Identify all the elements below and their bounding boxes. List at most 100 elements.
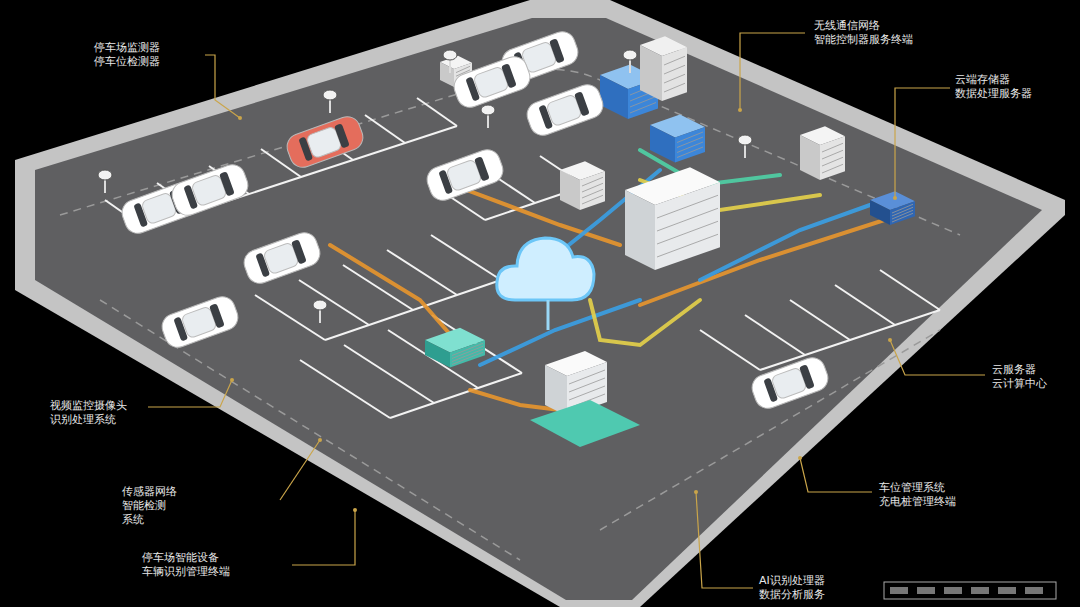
rack-line <box>677 142 703 153</box>
leader-dot <box>798 456 802 460</box>
cube-side <box>640 45 662 101</box>
cube-side <box>425 340 450 368</box>
car-window <box>209 303 225 328</box>
car-body <box>283 113 366 171</box>
rack-line <box>452 349 483 361</box>
sensor-head <box>738 135 752 145</box>
cube-side <box>560 170 580 210</box>
cube-side <box>450 340 485 367</box>
platform-border <box>15 0 1065 607</box>
cube-side <box>662 47 687 101</box>
parking-slots <box>440 156 585 220</box>
callout-label: 停车场智能设备 车辆识别管理终端 <box>140 550 232 580</box>
rack-line <box>657 234 718 257</box>
car-window <box>255 253 270 278</box>
stamp-mark <box>998 587 1016 594</box>
stamp-mark <box>1025 587 1043 594</box>
sensor-head <box>481 105 495 115</box>
sensor-pole <box>738 135 752 158</box>
sensor-head <box>443 50 457 60</box>
sensor-head <box>313 300 327 310</box>
rack-line <box>569 386 605 400</box>
slot-line <box>365 115 405 143</box>
car-body <box>748 354 831 412</box>
callout-label: 传感器网络 智能检测 系统 <box>120 484 179 528</box>
leader-line <box>895 88 950 198</box>
sensor-pole <box>323 90 337 113</box>
cube-side <box>820 136 845 180</box>
car-window <box>438 170 453 195</box>
callout-label: 车位管理系统 充电桩管理终端 <box>877 480 958 510</box>
rack-line <box>582 177 603 186</box>
car <box>450 53 533 111</box>
slot-line <box>835 285 895 325</box>
cube-side <box>625 190 655 270</box>
car-window <box>219 171 235 196</box>
leader-dot <box>238 116 242 120</box>
parking-slots <box>255 235 501 340</box>
leader-line <box>280 440 320 500</box>
slot-line <box>417 98 457 126</box>
leader-line <box>205 55 240 118</box>
parking-slots <box>300 315 522 418</box>
rack-line <box>892 204 913 213</box>
cable-pipe <box>480 300 640 365</box>
rack-line <box>569 370 605 384</box>
rack-line <box>569 378 605 392</box>
rack-line <box>677 137 703 148</box>
equipment-box <box>800 126 845 180</box>
car-window <box>574 91 590 116</box>
rack-line <box>452 343 483 355</box>
rack-line <box>822 150 843 159</box>
rack-line <box>664 65 685 74</box>
rack-line <box>664 83 685 92</box>
cube-side <box>600 75 628 119</box>
stamp-mark <box>971 587 989 594</box>
stamp-border <box>884 582 1056 599</box>
sensor-pole <box>98 170 112 193</box>
parking-slots <box>105 98 457 228</box>
car-window <box>183 185 198 210</box>
leader-line <box>740 33 805 110</box>
car <box>283 113 366 171</box>
car-body <box>423 146 506 204</box>
edge-gateway <box>425 328 485 368</box>
slot-line <box>700 330 760 370</box>
car-window <box>173 317 188 342</box>
callout-label: 云服务器 云计算中心 <box>990 362 1049 392</box>
slot-line <box>344 345 434 403</box>
slot-line <box>880 270 940 310</box>
car-window <box>538 105 553 130</box>
slot-line <box>145 126 457 228</box>
callout-label: AI识别处理器 数据分析服务 <box>757 573 827 603</box>
sensor-head <box>623 50 637 60</box>
stamp-mark <box>944 587 962 594</box>
car <box>168 161 251 219</box>
rack-line <box>664 74 685 83</box>
leader-line <box>292 510 355 565</box>
cube-side <box>655 182 720 270</box>
slot-line <box>760 310 940 370</box>
sensor-head <box>98 170 112 180</box>
car-window <box>549 38 565 63</box>
slot-line <box>390 373 522 418</box>
cable-pipe <box>330 245 455 340</box>
car-body <box>450 53 533 111</box>
car-body <box>240 229 323 287</box>
server-rack <box>625 167 720 270</box>
leader-line <box>148 380 232 407</box>
sensor-pole <box>623 50 637 73</box>
slot-line <box>325 280 501 340</box>
car-window <box>799 364 815 389</box>
cube-side <box>870 200 890 225</box>
parking-slots <box>700 270 940 370</box>
cloud-stand <box>547 300 550 330</box>
equipment-box <box>650 115 705 163</box>
car <box>240 229 323 287</box>
cube-side <box>890 201 915 225</box>
callout-label: 无线通信网络 智能控制器服务终端 <box>812 18 915 48</box>
car-window <box>298 137 313 162</box>
rack-line <box>630 97 656 108</box>
car <box>523 81 606 139</box>
sensor-head <box>323 90 337 100</box>
